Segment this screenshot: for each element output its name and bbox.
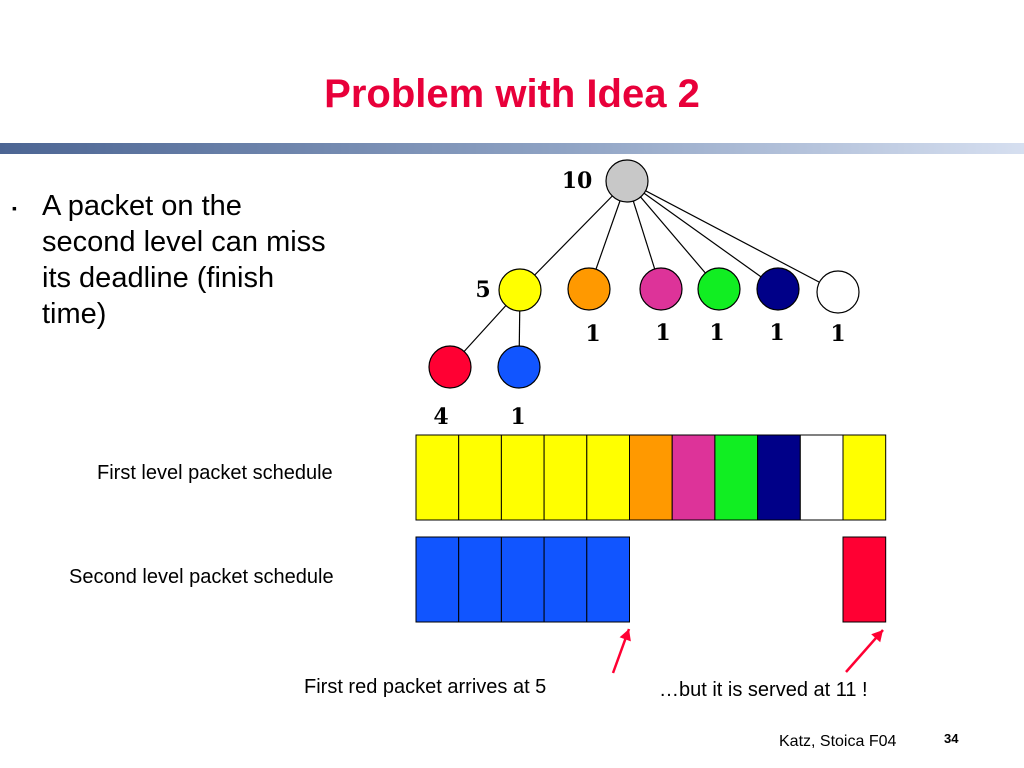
first-level-slot bbox=[757, 434, 801, 521]
second-level-slot bbox=[842, 536, 887, 623]
first-level-slot bbox=[415, 434, 460, 521]
level1-node-5-weight-label: 1 bbox=[830, 321, 845, 347]
level2-node-1-weight-label: 1 bbox=[510, 404, 525, 430]
level1-node-1-weight-label: 1 bbox=[585, 321, 600, 347]
level1-node-1 bbox=[567, 267, 611, 311]
tree-edge bbox=[626, 180, 839, 293]
first-level-slot bbox=[671, 434, 716, 521]
level1-node-4-weight-label: 1 bbox=[769, 320, 784, 346]
second-level-slot bbox=[458, 536, 502, 623]
second-level-slot bbox=[543, 536, 588, 623]
level1-node-5 bbox=[816, 270, 860, 314]
bullet-marker-icon: ▪ bbox=[12, 200, 17, 216]
title-divider-bar bbox=[0, 143, 1024, 154]
slide-title: Problem with Idea 2 bbox=[324, 72, 700, 116]
second-level-slot bbox=[415, 536, 460, 623]
first-level-slot bbox=[842, 434, 887, 521]
bullet-text: A packet on the second level can miss it… bbox=[42, 190, 326, 330]
level2-node-1 bbox=[497, 345, 541, 389]
first-level-slot bbox=[799, 434, 844, 521]
second-level-slot bbox=[586, 536, 630, 623]
first-level-slot bbox=[629, 434, 673, 521]
level2-node-0-weight-label: 4 bbox=[433, 404, 448, 430]
first-level-slot bbox=[500, 434, 545, 521]
level2-node-0 bbox=[428, 345, 472, 389]
second-level-schedule-label: Second level packet schedule bbox=[69, 566, 334, 588]
first-level-slot bbox=[543, 434, 588, 521]
level1-node-3 bbox=[697, 267, 741, 311]
root-node-weight-label: 10 bbox=[562, 168, 593, 194]
footer-credit: Katz, Stoica F04 bbox=[779, 733, 897, 750]
schedule-grids bbox=[415, 434, 887, 623]
level1-node-0-weight-label: 5 bbox=[475, 277, 490, 303]
served-arrow-head bbox=[871, 630, 883, 643]
tree-nodes bbox=[428, 159, 860, 389]
level1-node-2 bbox=[639, 267, 683, 311]
tree-edge bbox=[626, 180, 779, 290]
annotation-arrows bbox=[611, 628, 884, 674]
first-level-slot bbox=[458, 434, 502, 521]
root-node bbox=[605, 159, 649, 203]
level1-node-0 bbox=[498, 268, 542, 312]
level1-node-2-weight-label: 1 bbox=[655, 320, 670, 346]
tree-weight-labels: 10 5 1 1 1 1 1 4 1 bbox=[433, 168, 845, 430]
first-level-slot bbox=[586, 434, 630, 521]
tree-edge bbox=[626, 180, 720, 290]
level1-node-3-weight-label: 1 bbox=[709, 320, 724, 346]
first-level-slot bbox=[714, 434, 759, 521]
served-annotation: …but it is served at 11 ! bbox=[659, 679, 868, 701]
second-level-slot bbox=[500, 536, 545, 623]
level1-node-4 bbox=[756, 267, 800, 311]
first-level-schedule-label: First level packet schedule bbox=[97, 462, 333, 484]
page-number: 34 bbox=[944, 731, 959, 746]
arrival-arrow-head bbox=[619, 629, 631, 642]
tree-edge bbox=[519, 180, 628, 291]
arrival-annotation: First red packet arrives at 5 bbox=[304, 676, 547, 698]
